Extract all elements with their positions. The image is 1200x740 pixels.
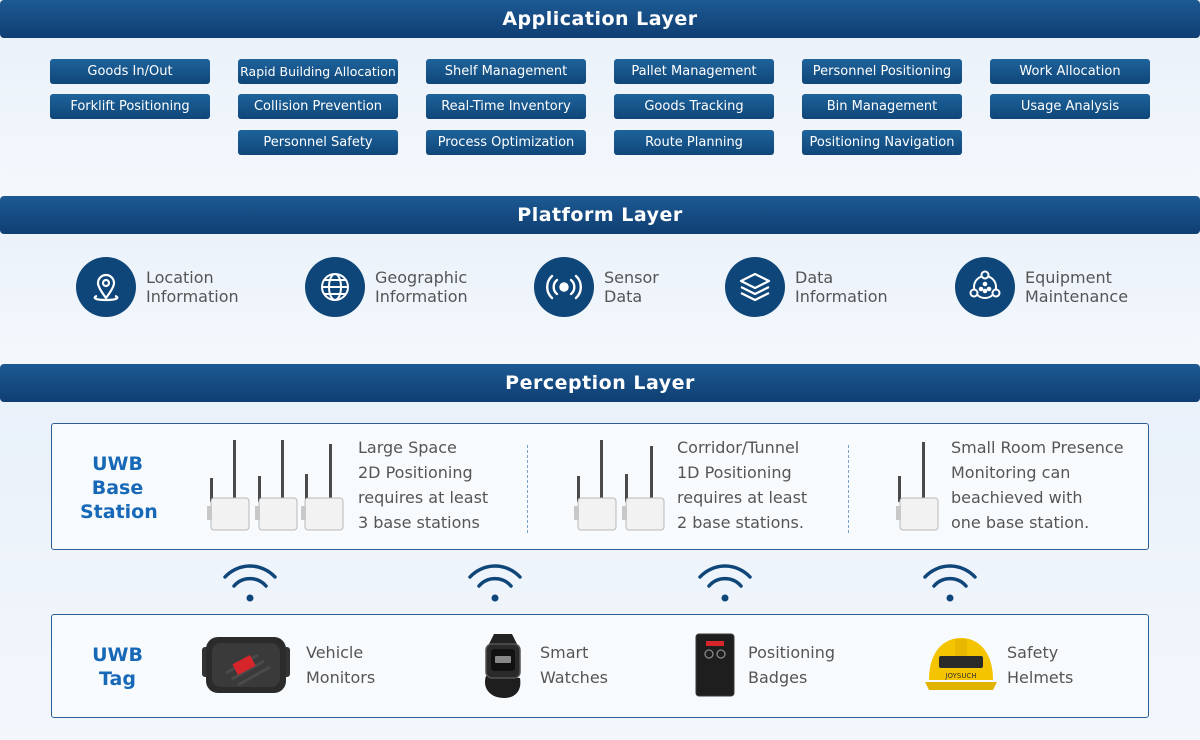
tag-item-safety-helmets: JOYSUCH Safety Helmets <box>925 630 1073 700</box>
wifi-icon <box>923 564 977 602</box>
base-station-section-1-text: Large Space 2D Positioning requires at l… <box>358 435 488 535</box>
platform-item-geographic-line2: Information <box>375 287 468 306</box>
location-pin-icon <box>76 257 136 317</box>
uwb-base-station-title-line2: Base <box>91 477 144 499</box>
base-station-section-2-text: Corridor/Tunnel 1D Positioning requires … <box>677 435 807 535</box>
perception-layer-header: Perception Layer <box>0 364 1200 402</box>
chip-route-planning: Route Planning <box>614 130 774 155</box>
chip-goods-in-out: Goods In/Out <box>50 59 210 84</box>
wifi-icon <box>223 564 277 602</box>
tag-item-smart-watches: Smart Watches <box>478 630 608 700</box>
platform-item-equipment-line1: Equipment <box>1025 268 1112 287</box>
chip-goods-tracking: Goods Tracking <box>614 94 774 119</box>
base-station-group-3-icon <box>207 440 344 531</box>
base-station-section-1-line2: 2D Positioning <box>358 463 473 482</box>
chip-process-optimization: Process Optimization <box>426 130 586 155</box>
helmet-brand-text: JOYSUCH <box>944 672 976 680</box>
base-station-section-3-line4: one base station. <box>951 513 1090 532</box>
tag-item-positioning-badges-line1: Positioning <box>748 643 836 662</box>
chip-shelf-management: Shelf Management <box>426 59 586 84</box>
platform-item-data-line2: Information <box>795 287 888 306</box>
safety-helmet-icon: JOYSUCH <box>925 638 997 690</box>
base-station-section-3-line3: beachieved with <box>951 488 1083 507</box>
base-station-section-1-line3: requires at least <box>358 488 489 507</box>
platform-item-geographic: Geographic Information <box>305 256 468 318</box>
tag-item-safety-helmets-line2: Helmets <box>1007 668 1074 687</box>
layers-icon <box>725 257 785 317</box>
base-station-section-2-line1: Corridor/Tunnel <box>677 438 800 457</box>
base-station-group-2-icon <box>574 440 665 531</box>
chip-forklift-positioning: Forklift Positioning <box>50 94 210 119</box>
uwb-base-station-title-line1: UWB <box>92 453 143 475</box>
section-divider-2 <box>848 445 849 533</box>
base-station-section-3-text: Small Room Presence Monitoring can beach… <box>951 435 1124 535</box>
uwb-tag-title-line2: Tag <box>99 668 136 690</box>
uwb-base-station-title-line3: Station <box>80 501 158 523</box>
smart-watch-icon <box>484 634 521 698</box>
chip-personnel-positioning: Personnel Positioning <box>802 59 962 84</box>
wifi-icon <box>698 564 752 602</box>
chip-rapid-building-allocation: Rapid Building Allocation <box>238 59 398 84</box>
application-layer-header: Application Layer <box>0 0 1200 38</box>
network-icon <box>955 257 1015 317</box>
uwb-tag-title-line1: UWB <box>92 644 143 666</box>
base-station-section-2-line4: 2 base stations. <box>677 513 804 532</box>
tag-item-vehicle-monitors: Vehicle Monitors <box>198 630 375 700</box>
platform-item-location: Location Information <box>76 256 239 318</box>
platform-item-equipment-line2: Maintenance <box>1025 287 1129 306</box>
globe-icon <box>305 257 365 317</box>
tag-item-vehicle-monitors-line1: Vehicle <box>306 643 364 662</box>
platform-item-sensor-line1: Sensor <box>604 268 659 287</box>
chip-positioning-navigation: Positioning Navigation <box>802 130 962 155</box>
tag-item-vehicle-monitors-line2: Monitors <box>306 668 376 687</box>
platform-layer-header: Platform Layer <box>0 196 1200 234</box>
tag-item-smart-watches-line1: Smart <box>540 643 589 662</box>
section-divider-1 <box>527 445 528 533</box>
base-station-section-2-line2: 1D Positioning <box>677 463 792 482</box>
base-station-section-2-line3: requires at least <box>677 488 808 507</box>
tag-item-positioning-badges-line2: Badges <box>748 668 808 687</box>
platform-item-location-line2: Information <box>146 287 239 306</box>
platform-item-location-line1: Location <box>146 268 214 287</box>
chip-collision-prevention: Collision Prevention <box>238 94 398 119</box>
platform-item-data: Data Information <box>725 256 888 318</box>
platform-item-sensor: Sensor Data <box>534 256 659 318</box>
platform-item-geographic-line1: Geographic <box>375 268 468 287</box>
platform-item-equipment: Equipment Maintenance <box>955 256 1128 318</box>
tag-item-positioning-badges: Positioning Badges <box>694 630 835 700</box>
signal-icon <box>534 257 594 317</box>
tag-item-smart-watches-line2: Watches <box>540 668 608 687</box>
base-station-section-3-line2: Monitoring can <box>951 463 1071 482</box>
chip-pallet-management: Pallet Management <box>614 59 774 84</box>
base-station-section-1-line1: Large Space <box>358 438 457 457</box>
wifi-icon <box>468 564 522 602</box>
chip-work-allocation: Work Allocation <box>990 59 1150 84</box>
uwb-tag-title: UWB Tag <box>80 643 155 691</box>
base-station-section-3-line1: Small Room Presence <box>951 438 1124 457</box>
positioning-badge-icon <box>695 633 735 697</box>
chip-personnel-safety: Personnel Safety <box>238 130 398 155</box>
chip-real-time-inventory: Real-Time Inventory <box>426 94 586 119</box>
uwb-base-station-title: UWB Base Station <box>80 452 158 524</box>
vehicle-monitor-icon <box>202 637 290 693</box>
base-station-group-1-icon <box>896 442 939 531</box>
base-station-section-1-line4: 3 base stations <box>358 513 480 532</box>
chip-usage-analysis: Usage Analysis <box>990 94 1150 119</box>
platform-item-data-line1: Data <box>795 268 834 287</box>
chip-bin-management: Bin Management <box>802 94 962 119</box>
platform-item-sensor-line2: Data <box>604 287 643 306</box>
tag-item-safety-helmets-line1: Safety <box>1007 643 1059 662</box>
